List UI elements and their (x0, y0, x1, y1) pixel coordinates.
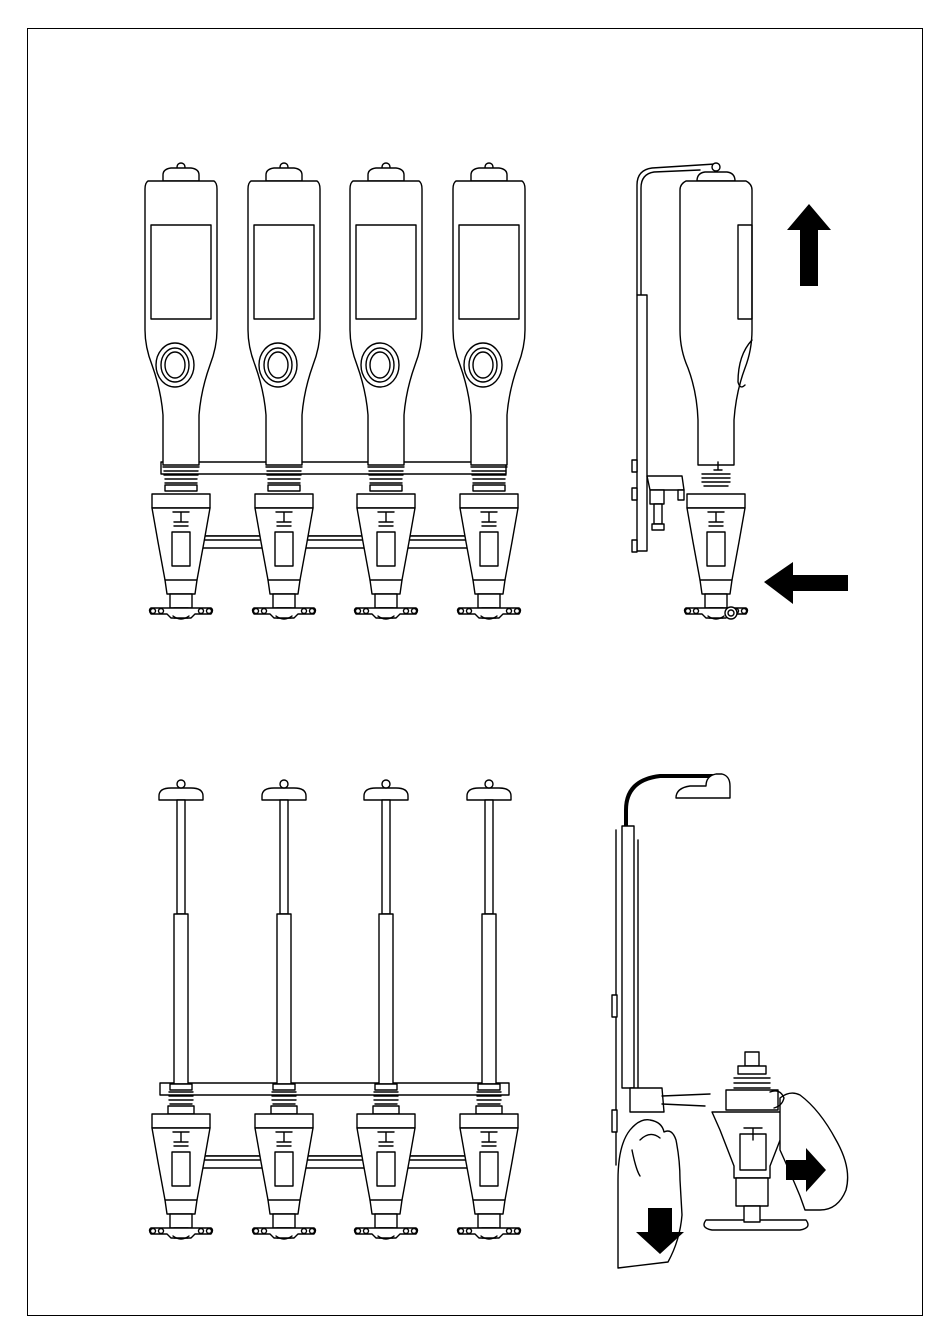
left-hand-icon (618, 1120, 684, 1268)
side-bottle (680, 163, 752, 486)
optic-empty-1 (150, 1114, 213, 1239)
rack-post-2 (262, 780, 306, 1114)
side-optic (685, 494, 748, 619)
arrow-left-icon (764, 562, 848, 604)
remove-dispenser-panel (612, 774, 848, 1268)
right-hand-icon (770, 1091, 848, 1210)
rack-post-3 (364, 780, 408, 1114)
front-empty-panel (150, 780, 521, 1239)
optic-4 (458, 494, 521, 619)
optic-2 (253, 494, 316, 619)
optic-1 (150, 494, 213, 619)
optic-3 (355, 494, 418, 619)
optic-empty-2 (253, 1114, 316, 1239)
bottle-1 (145, 163, 217, 491)
optic-empty-4 (458, 1114, 521, 1239)
optic-empty-3 (355, 1114, 418, 1239)
front-bottles-panel (145, 163, 525, 619)
rack-post-4 (467, 780, 511, 1114)
side-mount-panel (632, 163, 848, 619)
arrow-up-icon (787, 204, 831, 286)
rack-post-1 (159, 780, 203, 1114)
bottle-2 (248, 163, 320, 491)
bottle-3 (350, 163, 422, 491)
bottle-4 (453, 163, 525, 491)
